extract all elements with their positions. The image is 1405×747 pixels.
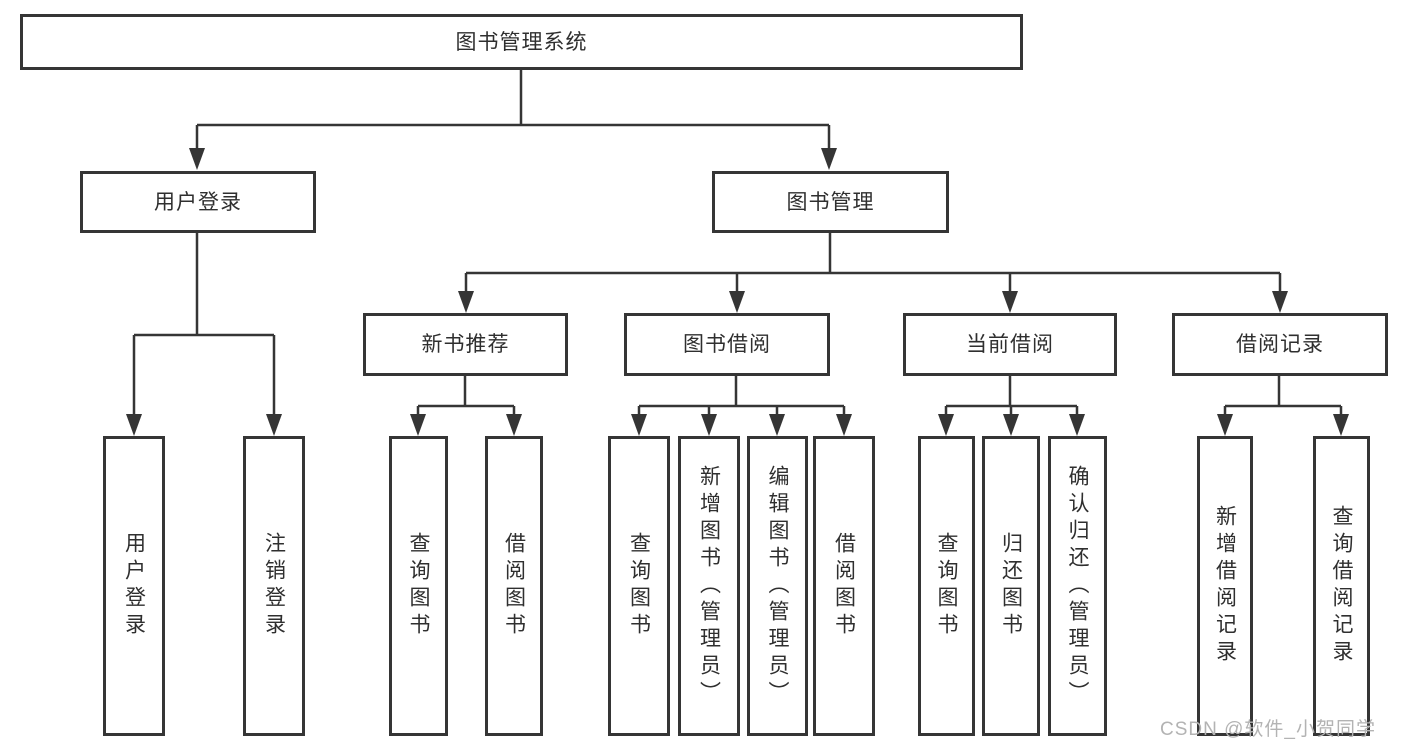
node-book-borrowing: 图书借阅 xyxy=(624,313,830,376)
leaf-cb-confirm-return-admin-label: 确认归还（管理员） xyxy=(1066,464,1089,708)
leaf-user-login-label: 用户登录 xyxy=(122,532,146,640)
leaf-bb-query-books-label: 查询图书 xyxy=(627,532,651,640)
watermark: CSDN @软件_小贺同学 xyxy=(1160,719,1376,740)
leaf-bb-query-books: 查询图书 xyxy=(608,436,670,736)
leaf-cb-return-books-label: 归还图书 xyxy=(999,532,1023,640)
leaf-bb-edit-books-admin: 编辑图书（管理员） xyxy=(747,436,808,736)
node-book-management: 图书管理 xyxy=(712,171,949,233)
node-new-book-recommend: 新书推荐 xyxy=(363,313,568,376)
leaf-br-add-record-label: 新增借阅记录 xyxy=(1213,505,1237,667)
leaf-nb-query-books-label: 查询图书 xyxy=(407,532,430,640)
leaf-br-query-record-label: 查询借阅记录 xyxy=(1330,505,1353,667)
leaf-nb-borrow-books-label: 借阅图书 xyxy=(502,532,526,640)
leaf-cb-query-books: 查询图书 xyxy=(918,436,975,736)
leaf-bb-edit-books-admin-label: 编辑图书（管理员） xyxy=(766,464,789,708)
arrowhead-icons xyxy=(126,148,1349,436)
leaf-logout-label: 注销登录 xyxy=(262,532,286,640)
leaf-bb-borrow-books-label: 借阅图书 xyxy=(832,532,856,640)
node-user-login: 用户登录 xyxy=(80,171,316,233)
node-current-borrowing-label: 当前借阅 xyxy=(966,333,1054,356)
leaf-cb-return-books: 归还图书 xyxy=(982,436,1040,736)
node-book-borrowing-label: 图书借阅 xyxy=(683,333,771,356)
node-new-book-recommend-label: 新书推荐 xyxy=(421,333,510,356)
leaf-bb-borrow-books: 借阅图书 xyxy=(813,436,875,736)
node-library-system-label: 图书管理系统 xyxy=(455,30,588,54)
leaf-cb-confirm-return-admin: 确认归还（管理员） xyxy=(1048,436,1107,736)
leaf-bb-add-books-admin-label: 新增图书（管理员） xyxy=(697,464,721,708)
node-book-management-label: 图书管理 xyxy=(786,190,875,214)
node-user-login-label: 用户登录 xyxy=(154,190,242,214)
leaf-nb-query-books: 查询图书 xyxy=(389,436,448,736)
leaf-bb-add-books-admin: 新增图书（管理员） xyxy=(678,436,740,736)
node-library-system: 图书管理系统 xyxy=(20,14,1023,70)
leaf-cb-query-books-label: 查询图书 xyxy=(935,532,958,640)
node-borrowing-records-label: 借阅记录 xyxy=(1236,333,1324,356)
node-borrowing-records: 借阅记录 xyxy=(1172,313,1388,376)
leaf-nb-borrow-books: 借阅图书 xyxy=(485,436,543,736)
node-current-borrowing: 当前借阅 xyxy=(903,313,1117,376)
leaf-logout: 注销登录 xyxy=(243,436,305,736)
leaf-br-query-record: 查询借阅记录 xyxy=(1313,436,1370,736)
leaf-br-add-record: 新增借阅记录 xyxy=(1197,436,1253,736)
leaf-user-login: 用户登录 xyxy=(103,436,165,736)
